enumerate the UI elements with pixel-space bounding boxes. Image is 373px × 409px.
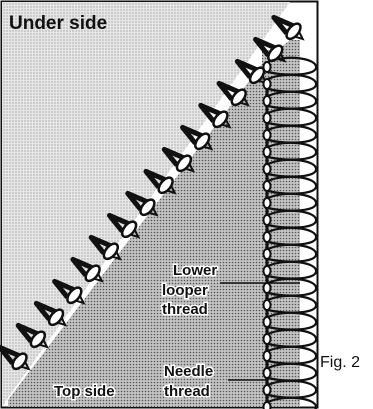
under-side-label: Under side (9, 13, 107, 34)
needle-thread-knot (264, 317, 271, 327)
needle-thread-knot (264, 351, 271, 361)
lower-looper-label-line2: looper (162, 282, 208, 299)
needle-thread-knot (264, 368, 271, 378)
needle-thread-knot (264, 198, 271, 208)
needle-thread-label-line1: Needle (164, 363, 213, 380)
needle-thread-knot (264, 232, 271, 242)
needle-thread-knot (264, 402, 271, 409)
needle-thread-knot (264, 181, 271, 191)
needle-thread-knot (264, 334, 271, 344)
needle-thread-knot (264, 79, 271, 89)
needle-thread-knot (264, 385, 271, 395)
lower-looper-label-line1: Lower (173, 262, 217, 279)
needle-thread-knot (264, 147, 271, 157)
lower-looper-label-line3: thread (162, 301, 208, 318)
needle-thread-label-line2: thread (164, 383, 210, 400)
needle-thread-knot (264, 300, 271, 310)
needle-thread-knot (264, 130, 271, 140)
needle-thread-knot (264, 62, 271, 72)
needle-thread-knot (264, 164, 271, 174)
needle-thread-knot (264, 215, 271, 225)
needle-thread-knot (264, 249, 271, 259)
needle-thread-knot (264, 96, 271, 106)
needle-thread-knot (264, 283, 271, 293)
needle-thread-knot (264, 266, 271, 276)
top-side-label: Top side (54, 383, 115, 400)
needle-thread-knot (264, 113, 271, 123)
figure-reference: Fig. 2 (320, 354, 360, 371)
